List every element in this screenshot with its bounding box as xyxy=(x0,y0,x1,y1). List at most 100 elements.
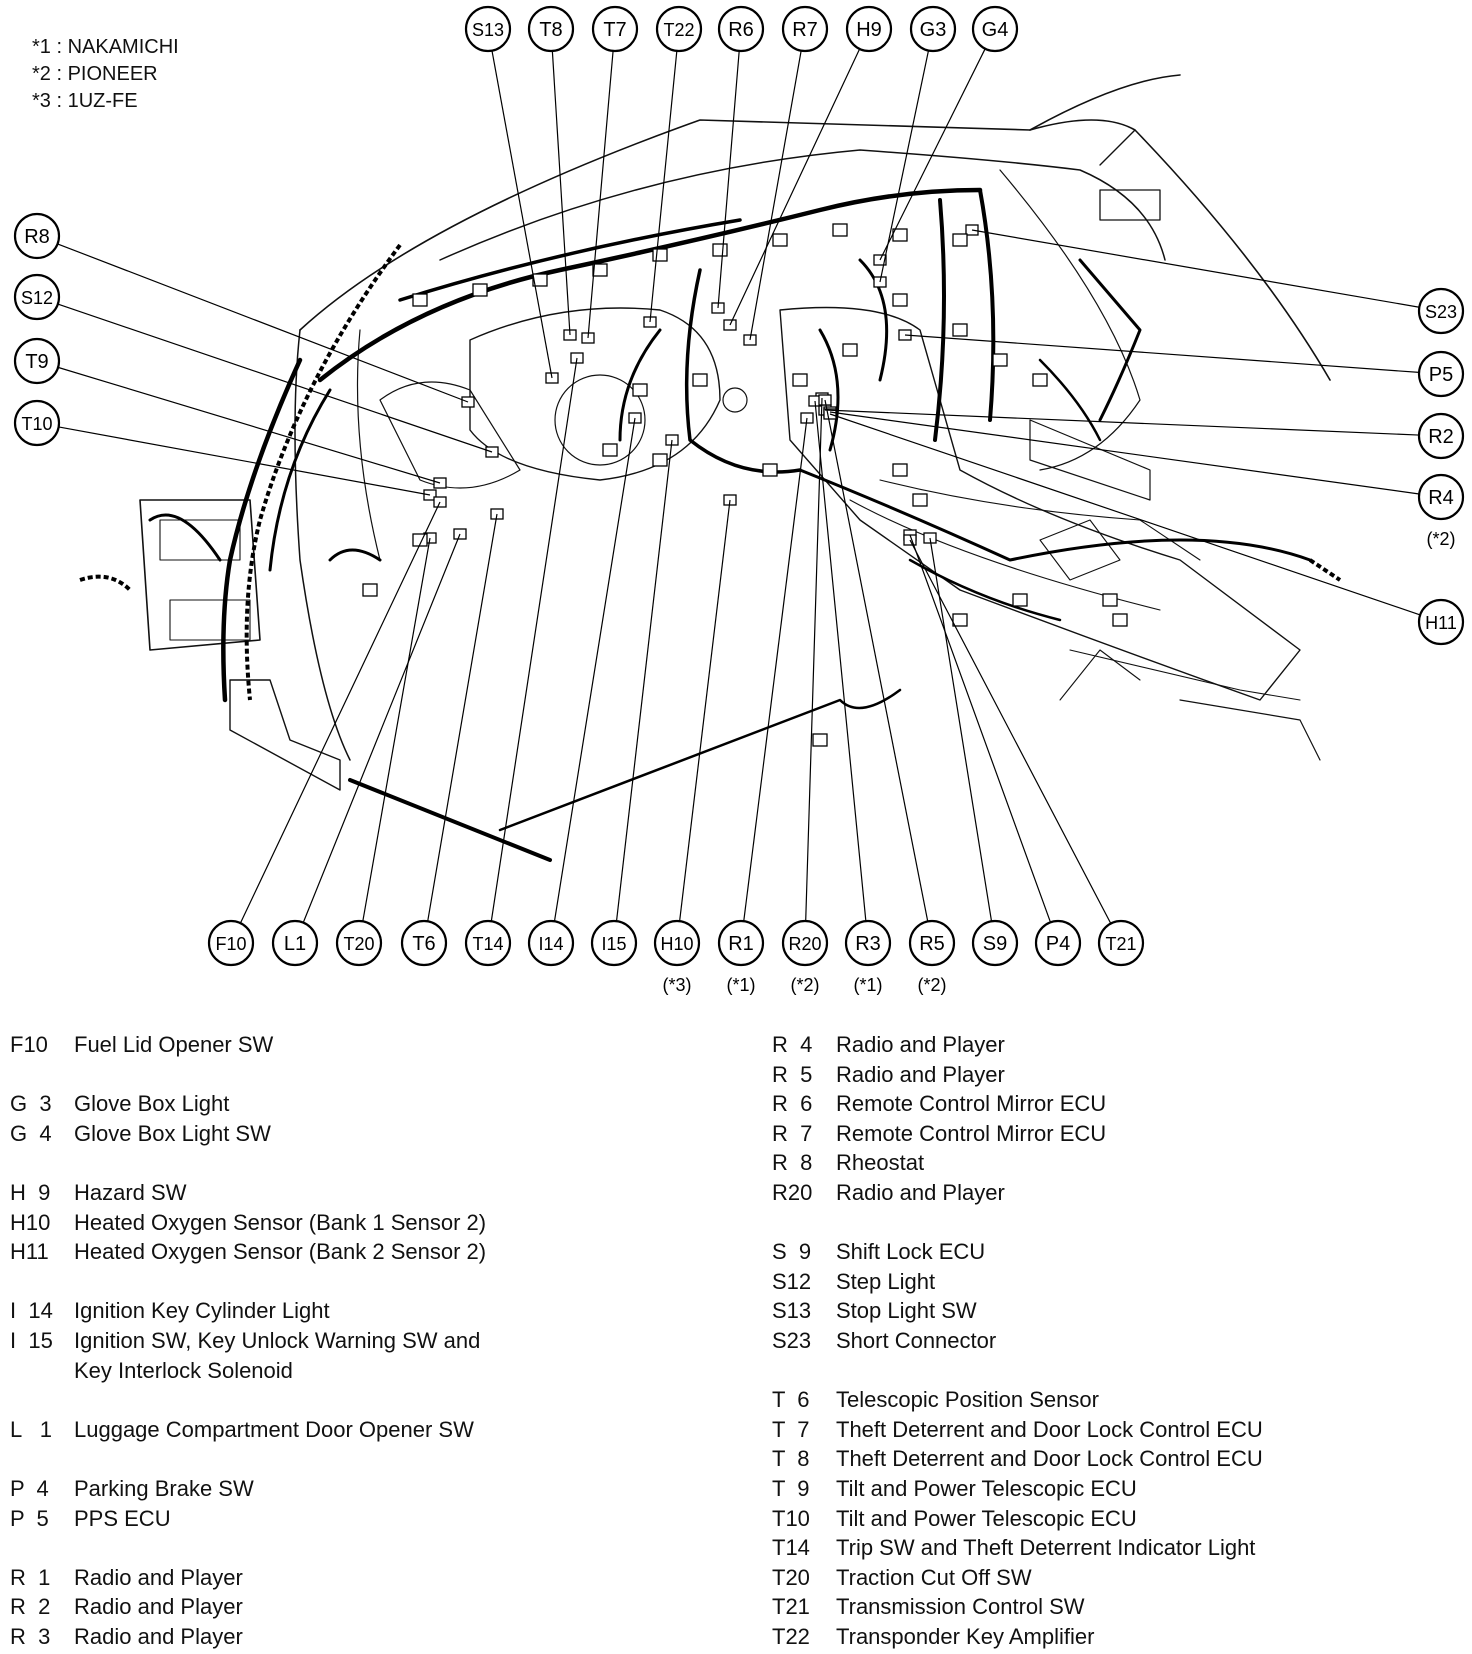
callout-circle xyxy=(13,337,61,385)
callout-label: T20 xyxy=(343,934,374,954)
legend-row: I 15 Ignition SW, Key Unlock Warning SW a… xyxy=(10,1326,750,1356)
callout-f10: F10 xyxy=(207,919,255,967)
vehicle-interior-outline xyxy=(139,74,1331,791)
leader-line xyxy=(679,499,731,922)
callout-circle xyxy=(335,919,383,967)
callout-circle xyxy=(1034,919,1082,967)
legend-spacer xyxy=(10,1267,750,1297)
connector xyxy=(892,293,908,307)
legend-code: P 5 xyxy=(10,1505,49,1531)
legend-description: Radio and Player xyxy=(836,1061,1005,1087)
legend-row: Key Interlock Solenoid xyxy=(10,1356,750,1386)
callout-circle xyxy=(971,5,1019,53)
leader-line xyxy=(743,417,808,922)
leader-line xyxy=(239,501,441,924)
variant-note: *1 : NAKAMICHI xyxy=(32,36,179,58)
callout-label: I15 xyxy=(601,934,626,954)
callout-label: R2 xyxy=(1428,426,1454,448)
callout-h11: H11 xyxy=(1417,598,1465,646)
connector xyxy=(472,283,488,297)
connector xyxy=(762,463,778,477)
callout-label: F10 xyxy=(215,934,246,954)
callout-label: H11 xyxy=(1425,613,1457,633)
leader-line xyxy=(749,50,802,341)
callout-note: (*3) xyxy=(662,975,691,995)
callout-label: H10 xyxy=(660,934,693,954)
leader-line xyxy=(729,48,861,326)
legend-description: Tilt and Power Telescopic ECU xyxy=(836,1475,1137,1501)
leader-line xyxy=(57,303,493,453)
callout-circle xyxy=(717,919,765,967)
legend-code: T 7 xyxy=(772,1416,810,1442)
legend-code: P 4 xyxy=(10,1475,49,1501)
legend-description: Shift Lock ECU xyxy=(836,1239,986,1265)
legend-description: Remote Control Mirror ECU xyxy=(836,1091,1107,1117)
callout-circle xyxy=(1417,598,1465,646)
callout-label: T9 xyxy=(25,351,48,373)
legend-code: I 15 xyxy=(10,1327,53,1353)
callout-circle xyxy=(653,919,701,967)
leader-line xyxy=(427,513,498,922)
leader-line xyxy=(553,417,636,922)
callout-r8: R8 xyxy=(13,212,61,260)
callout-circle xyxy=(908,919,956,967)
callout-label: R6 xyxy=(728,19,754,41)
legend-code: S12 xyxy=(772,1268,812,1294)
leader-line xyxy=(929,537,993,922)
legend-code: T22 xyxy=(772,1623,810,1649)
legend-code: R 4 xyxy=(772,1032,813,1057)
connector xyxy=(952,233,968,247)
legend-description: Radio and Player xyxy=(74,1594,243,1620)
callout-circle xyxy=(464,5,512,53)
flexible-harness-segment xyxy=(79,243,1342,701)
callout-label: R20 xyxy=(788,934,821,954)
leader-line xyxy=(551,50,571,336)
legend-description: Glove Box Light SW xyxy=(74,1120,271,1146)
legend-code: R 2 xyxy=(10,1594,51,1620)
leader-line xyxy=(58,426,431,496)
callout-p5: P5 xyxy=(1417,350,1465,398)
callout-label: T6 xyxy=(412,933,435,955)
callout-label: S9 xyxy=(983,933,1007,955)
connector xyxy=(1012,593,1028,607)
leader-line xyxy=(814,400,867,922)
callout-t8: T8 xyxy=(527,5,575,53)
legend-description: Radio and Player xyxy=(836,1179,1005,1205)
legend-code: T14 xyxy=(772,1535,810,1561)
legend-code: G 4 xyxy=(10,1120,52,1146)
legend-description: Fuel Lid Opener SW xyxy=(74,1032,274,1057)
callout-r5: R5(*2) xyxy=(908,919,956,995)
callout-circle xyxy=(13,273,61,321)
legend-code: H 9 xyxy=(10,1179,51,1205)
callout-label: R7 xyxy=(792,19,818,41)
leader-line xyxy=(909,534,1052,923)
leader-line xyxy=(717,50,740,309)
legend-spacer xyxy=(10,1060,750,1090)
legend-code: R 8 xyxy=(772,1150,813,1176)
legend-code: R 5 xyxy=(772,1061,813,1087)
callout-label: P4 xyxy=(1046,933,1070,955)
connector xyxy=(892,463,908,477)
leader-line xyxy=(879,48,986,261)
callout-label: R1 xyxy=(728,933,754,955)
variant-notes: *1 : NAKAMICHI *2 : PIONEER *3 : 1UZ-FE xyxy=(32,34,179,115)
callout-label: R5 xyxy=(919,933,945,955)
callout-label: S12 xyxy=(21,288,53,308)
callout-t9: T9 xyxy=(13,337,61,385)
callout-circle xyxy=(207,919,255,967)
legend-description: Trip SW and Theft Deterrent Indicator Li… xyxy=(836,1535,1256,1561)
legend-description: Ignition SW, Key Unlock Warning SW and xyxy=(74,1327,481,1353)
callout-t10: T10 xyxy=(13,399,61,447)
